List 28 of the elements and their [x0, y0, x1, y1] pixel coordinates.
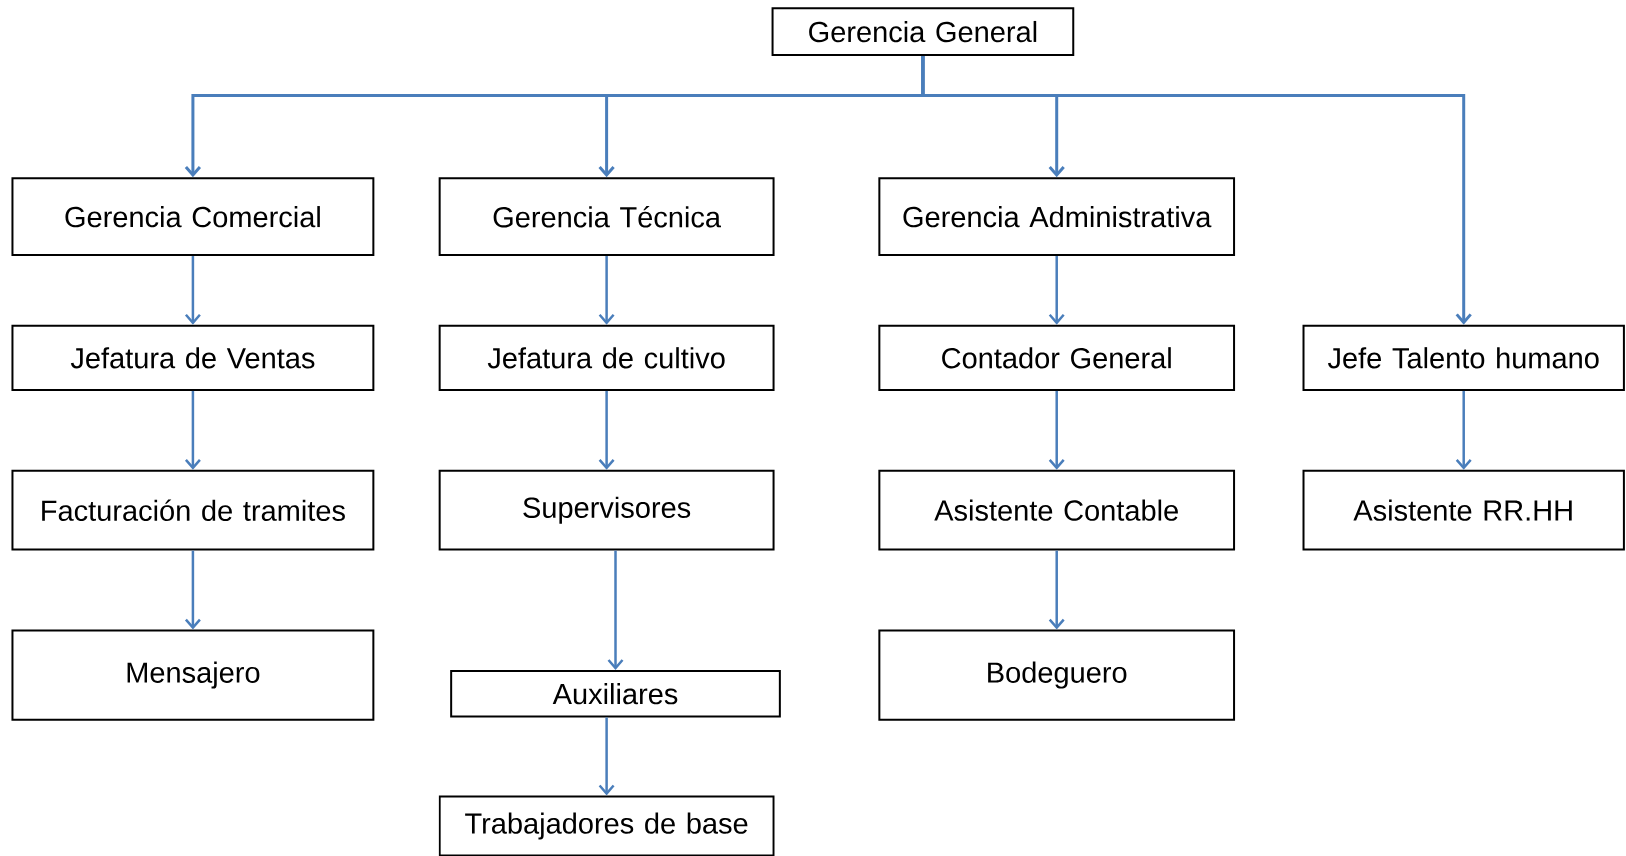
arrow: [598, 390, 615, 470]
org-box: Bodeguero: [878, 629, 1236, 721]
org-box: Asistente Contable: [878, 469, 1236, 551]
arrow: [1048, 550, 1065, 630]
org-box: Gerencia Comercial: [11, 177, 375, 257]
arrow: [184, 390, 201, 470]
org-box: Contador General: [878, 324, 1236, 391]
org-box: Supervisores: [438, 469, 775, 551]
org-box: Trabajadores de base: [438, 795, 775, 856]
org-box: Jefe Talento humano: [1302, 324, 1625, 391]
arrow: [1048, 256, 1065, 325]
arrow: [1048, 390, 1065, 470]
org-box: Jefatura de cultivo: [438, 324, 775, 391]
org-box: Facturación de tramites: [11, 469, 375, 551]
org-box: Jefatura de Ventas: [11, 324, 375, 391]
arrow: [607, 550, 624, 670]
arrow: [921, 55, 1472, 325]
org-box: Mensajero: [11, 629, 375, 721]
org-box: Gerencia Administrativa: [878, 177, 1236, 257]
org-box: Asistente RR.HH: [1302, 469, 1625, 551]
org-box: Gerencia Técnica: [438, 177, 775, 257]
arrow: [184, 550, 201, 630]
arrow: [598, 256, 615, 325]
org-box: Gerencia General: [771, 7, 1075, 56]
arrow: [598, 717, 615, 796]
org-box: Auxiliares: [450, 669, 781, 718]
arrow: [1455, 390, 1472, 470]
arrow: [184, 256, 201, 325]
